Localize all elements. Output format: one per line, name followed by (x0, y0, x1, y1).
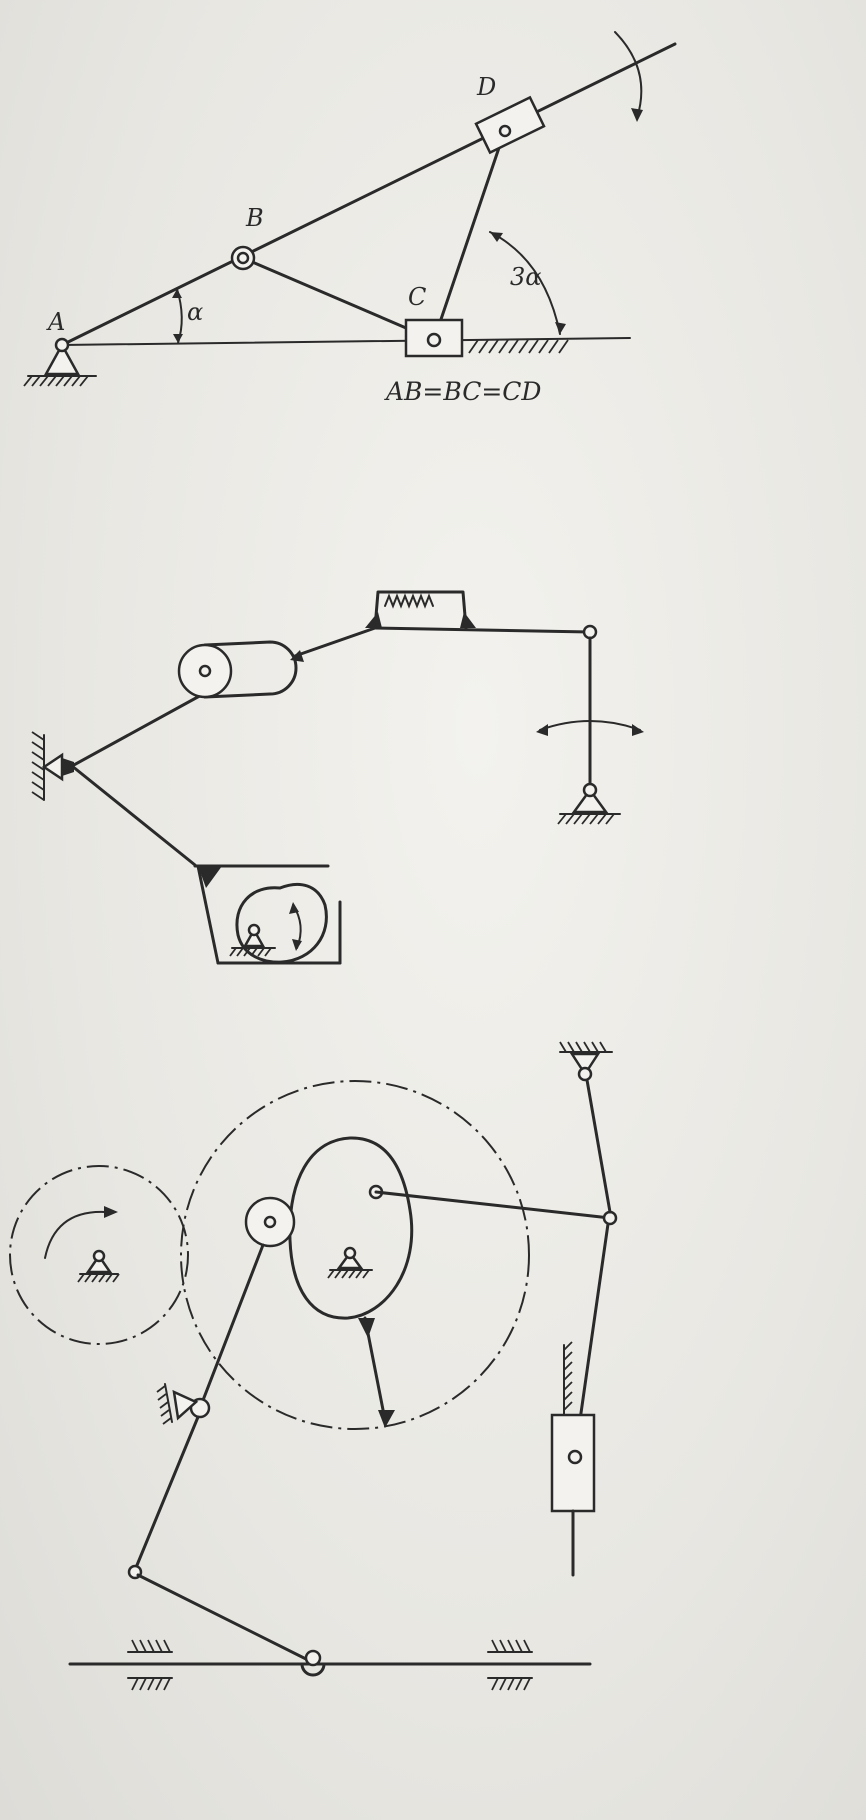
support-pendulum (557, 782, 621, 825)
wall-support (31, 731, 74, 801)
large-gear-pitch-circle (180, 1080, 530, 1430)
length-equation: AB=BC=CD (384, 377, 541, 406)
swing-lever (585, 1078, 612, 1214)
right-joint (602, 1210, 618, 1226)
roller (177, 640, 298, 699)
swing-arrow (539, 720, 641, 731)
label-a: A (46, 308, 65, 336)
figure-1-slider-linkage: A B C D α 3α AB=BC=CD (23, 31, 677, 406)
slide-pin (300, 1649, 326, 1677)
link-roller-bar (293, 626, 377, 658)
cam (229, 882, 328, 964)
rocker (198, 1243, 265, 1410)
label-c: C (408, 283, 426, 311)
arm-upper (70, 691, 207, 768)
vertical-slider (550, 1341, 596, 1577)
label-3alpha: 3α (510, 263, 541, 291)
top-bar (373, 626, 592, 634)
ground-hatch-c (468, 339, 569, 354)
rod-a-d (60, 42, 677, 347)
label-alpha: α (187, 298, 203, 326)
guide-right (487, 1639, 533, 1691)
spring-block (365, 590, 476, 630)
small-gear-pitch-circle (9, 1165, 189, 1345)
connecting-rod (136, 1573, 314, 1664)
small-gear-arrow (44, 1210, 106, 1259)
rotation-arrow-d (614, 31, 643, 119)
follower-rod (374, 1190, 612, 1220)
link-cd (432, 128, 507, 342)
rocker-pivot (156, 1383, 211, 1425)
three-alpha-arc (489, 231, 561, 335)
cam-large (288, 1136, 414, 1320)
small-gear-bearing (77, 1249, 120, 1283)
label-d: D (476, 73, 496, 101)
link-bc (241, 256, 436, 342)
label-b: B (245, 204, 264, 232)
figure-3-gear-cam-linkage (9, 1041, 618, 1691)
top-right-pivot (559, 1041, 613, 1082)
slider-d (474, 95, 546, 155)
arm-lower (70, 764, 197, 867)
pin-d (498, 124, 512, 138)
pin-c (426, 332, 442, 348)
support-a (23, 337, 97, 387)
guide-left (127, 1639, 173, 1691)
base-line (61, 337, 631, 346)
lower-rocker (133, 1415, 200, 1572)
pin-top-right (582, 624, 598, 640)
figure-2-cam-roller-lever (31, 590, 644, 965)
